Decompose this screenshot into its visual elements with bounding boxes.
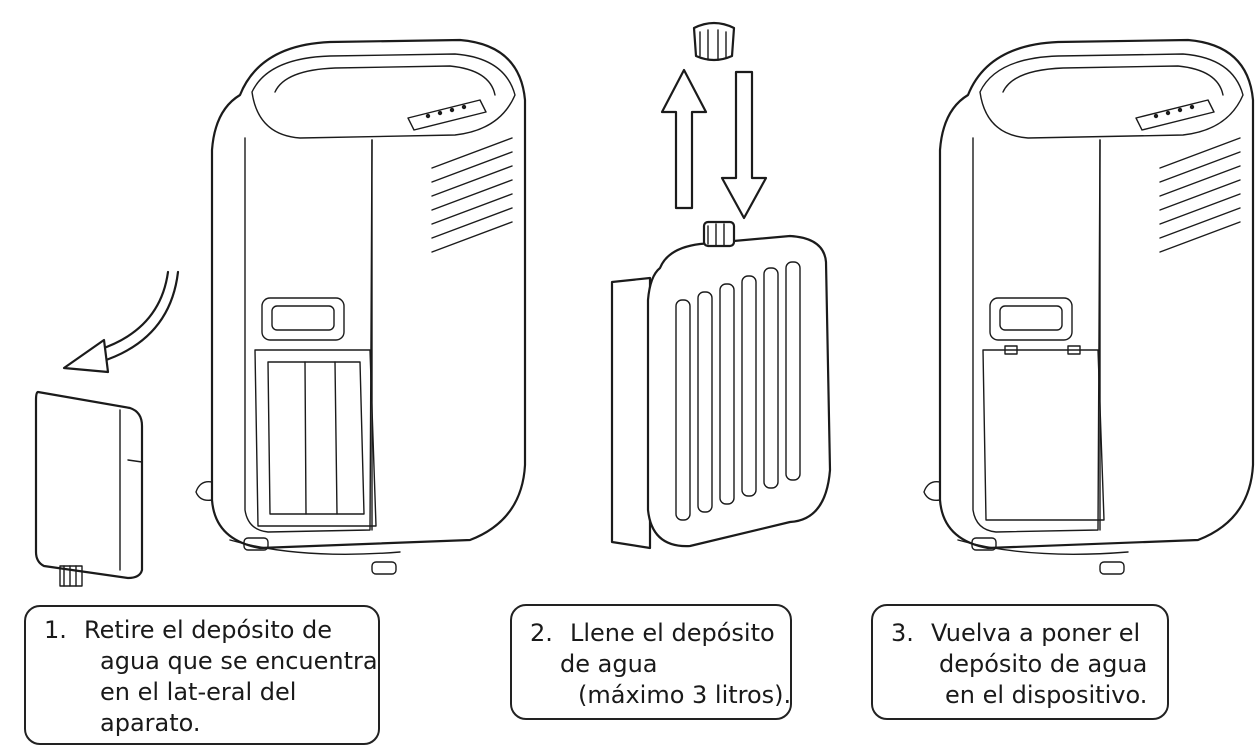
- step-number: 2.: [530, 618, 553, 649]
- step-number: 3.: [891, 618, 914, 649]
- removed-water-tank: [36, 392, 142, 586]
- step-text-line: Llene el depósito: [570, 618, 775, 649]
- step-text-line: en el dispositivo.: [945, 680, 1147, 711]
- step-3-caption: 3. Vuelva a poner el depósito de agua en…: [871, 604, 1169, 720]
- step-text-line: aparato.: [100, 708, 201, 739]
- step-2-caption: 2. Llene el depósito de agua (máximo 3 l…: [510, 604, 792, 720]
- step-text-line: depósito de agua: [939, 649, 1147, 680]
- step1-appliance: [196, 40, 525, 574]
- down-arrow-icon: [722, 72, 766, 218]
- step-text-line: agua que se encuentra: [100, 646, 378, 677]
- water-tank: [612, 222, 830, 548]
- step-1-caption: 1. Retire el depósito de agua que se enc…: [24, 605, 380, 745]
- step-number: 1.: [44, 615, 67, 646]
- step3-appliance: [924, 40, 1253, 574]
- tank-cap: [694, 23, 734, 60]
- step-text-line: (máximo 3 litros).: [578, 680, 791, 711]
- step-text-line: Retire el depósito de: [84, 615, 332, 646]
- step-text-line: de agua: [560, 649, 658, 680]
- remove-arrow-icon: [64, 272, 178, 372]
- up-arrow-icon: [662, 70, 706, 208]
- step-text-line: en el lat-eral del: [100, 677, 296, 708]
- step-text-line: Vuelva a poner el: [931, 618, 1140, 649]
